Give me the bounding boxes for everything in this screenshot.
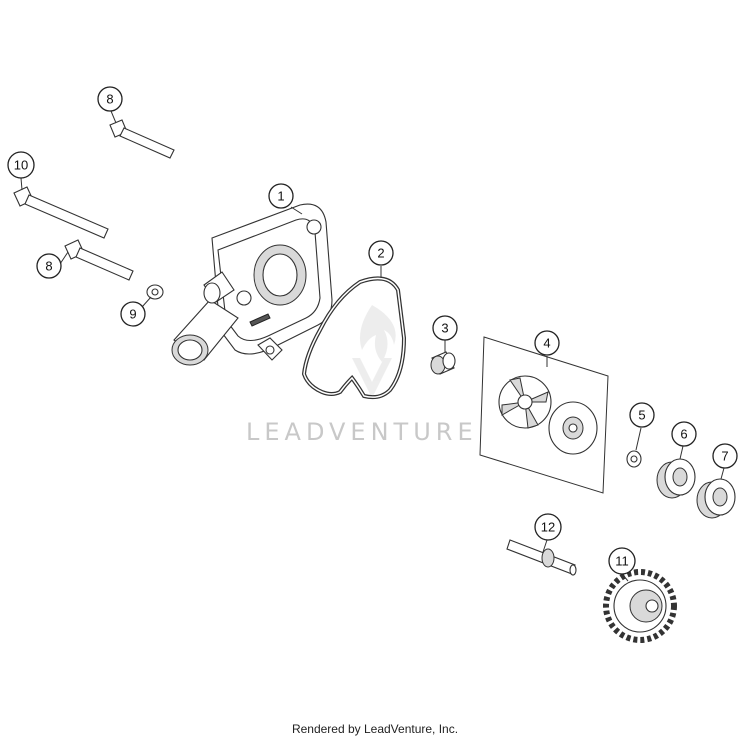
leader-6 bbox=[679, 445, 684, 460]
callout-8-top: 8 bbox=[97, 86, 123, 112]
gasket-2 bbox=[301, 276, 407, 400]
callout-9: 9 bbox=[120, 301, 146, 327]
seal-3 bbox=[430, 351, 456, 375]
shaft-12 bbox=[506, 539, 577, 576]
leader-11 bbox=[622, 574, 629, 582]
svg-text:3: 3 bbox=[441, 321, 448, 336]
svg-text:8: 8 bbox=[106, 92, 113, 107]
callout-11: 11 bbox=[608, 547, 636, 575]
svg-text:2: 2 bbox=[377, 246, 384, 261]
callout-7: 7 bbox=[712, 443, 738, 469]
svg-text:6: 6 bbox=[680, 427, 687, 442]
callout-4: 4 bbox=[534, 330, 560, 356]
bolt-10-long bbox=[13, 186, 109, 239]
bearing-6 bbox=[656, 458, 696, 499]
gear-11 bbox=[603, 569, 677, 643]
leader-12 bbox=[542, 539, 548, 553]
callout-12: 12 bbox=[534, 513, 562, 541]
watermark-logo-icon bbox=[352, 305, 396, 398]
svg-text:5: 5 bbox=[638, 408, 645, 423]
svg-text:10: 10 bbox=[14, 158, 28, 173]
leader-1 bbox=[290, 206, 303, 215]
footer-credit: Rendered by LeadVenture, Inc. bbox=[291, 722, 459, 736]
impeller-kit-4 bbox=[479, 336, 609, 494]
watermark-text: LEADVENTURE bbox=[246, 418, 478, 446]
washer-9 bbox=[146, 284, 164, 300]
callout-1: 1 bbox=[268, 183, 294, 209]
svg-text:7: 7 bbox=[721, 449, 728, 464]
leader-8b bbox=[59, 251, 69, 265]
leader-10 bbox=[20, 177, 23, 191]
svg-text:11: 11 bbox=[615, 554, 629, 569]
bearing-7 bbox=[696, 478, 736, 519]
callout-2: 2 bbox=[368, 240, 394, 266]
callout-3: 3 bbox=[432, 315, 458, 341]
svg-text:1: 1 bbox=[277, 189, 284, 204]
leader-5 bbox=[635, 427, 642, 451]
svg-text:8: 8 bbox=[45, 259, 52, 274]
bolt-8-top bbox=[109, 119, 175, 159]
svg-text:4: 4 bbox=[543, 336, 550, 351]
leader-9 bbox=[141, 296, 152, 308]
leader-7 bbox=[720, 467, 725, 480]
bolt-8-middle bbox=[64, 239, 134, 281]
callout-6: 6 bbox=[671, 421, 697, 447]
callout-5: 5 bbox=[629, 402, 655, 428]
washer-5 bbox=[626, 450, 642, 468]
callout-10: 10 bbox=[7, 151, 35, 179]
svg-text:9: 9 bbox=[129, 307, 136, 322]
svg-text:12: 12 bbox=[541, 520, 555, 535]
leader-8a bbox=[110, 110, 117, 124]
callout-8-middle: 8 bbox=[36, 253, 62, 279]
water-pump-cover-1 bbox=[171, 203, 333, 366]
